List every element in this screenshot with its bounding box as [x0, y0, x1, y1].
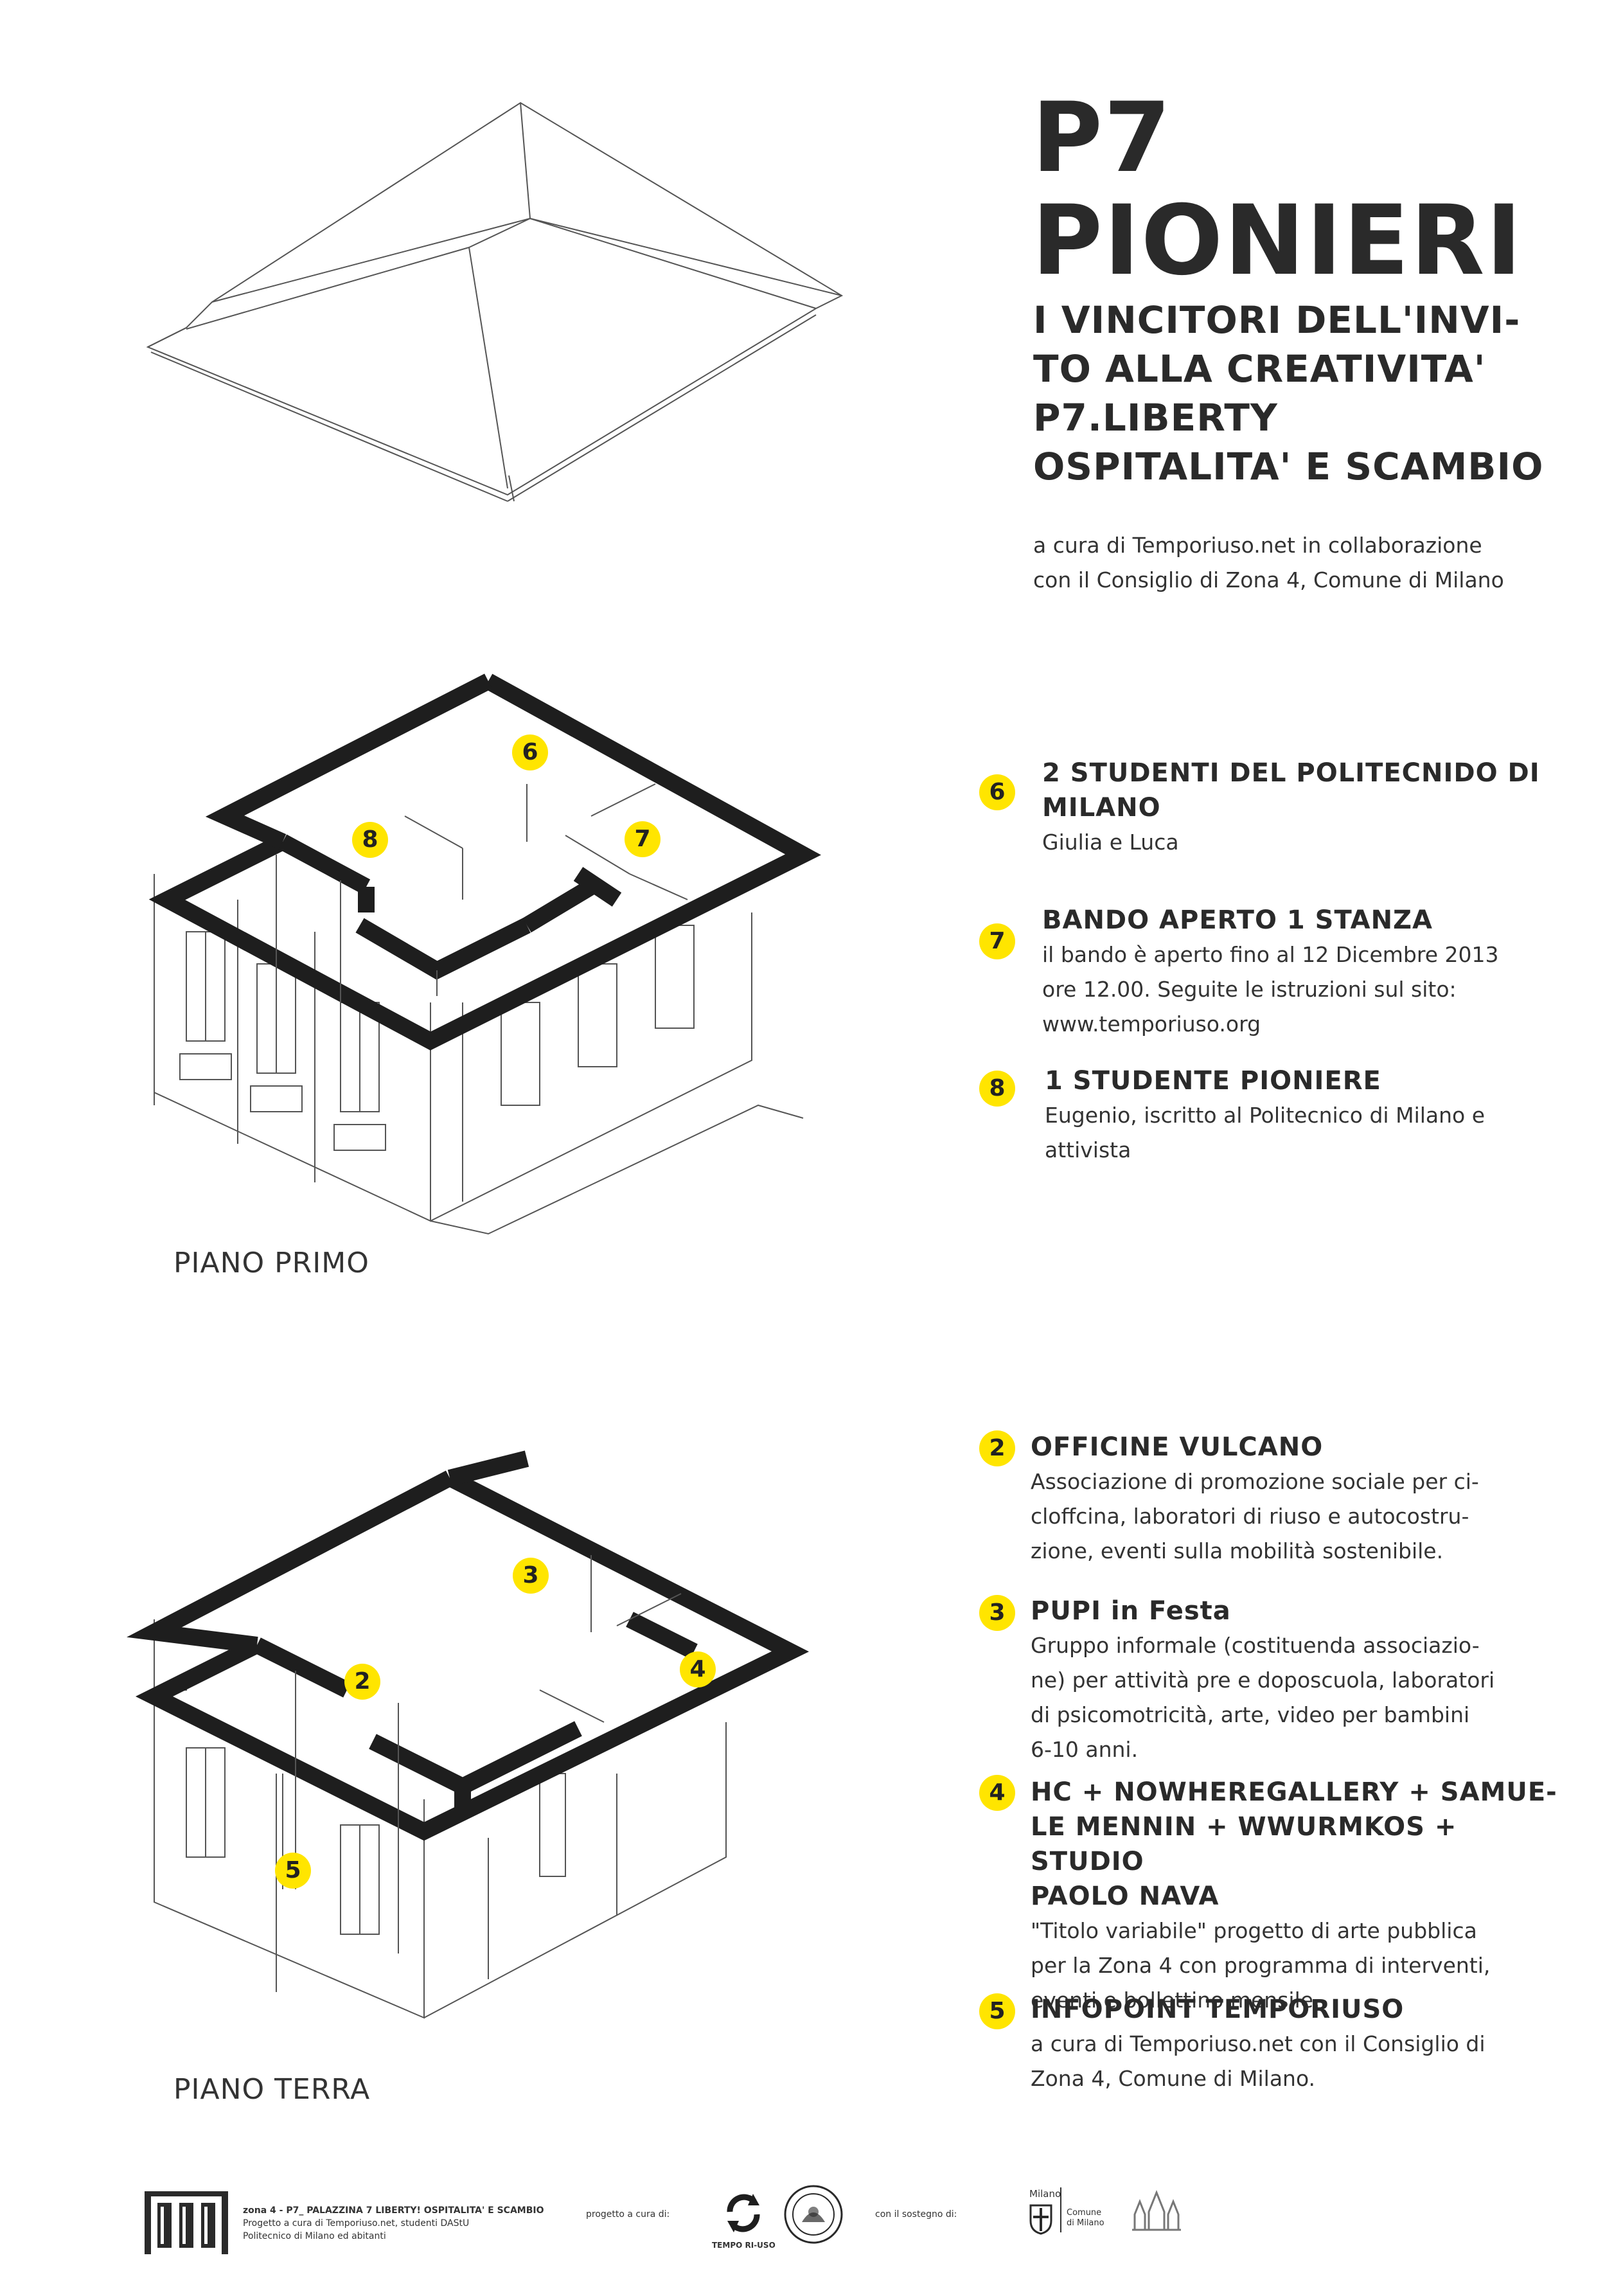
footer-project-line: Politecnico di Milano ed abitanti: [243, 2231, 386, 2241]
entry-title: OFFICINE VULCANO: [1031, 1432, 1324, 1462]
entry-title: 1 STUDENTE PIONIERE: [1045, 1066, 1381, 1096]
entry-title: MILANO: [1042, 793, 1161, 823]
entry-2: OFFICINE VULCANO Associazione di promozi…: [1031, 1430, 1570, 1569]
credit-line: con il Consiglio di Zona 4, Comune di Mi…: [1033, 567, 1504, 592]
comune-di-milano-label: Comune di Milano: [1067, 2208, 1104, 2228]
entry-desc: zione, eventi sulla mobilità sostenibile…: [1031, 1538, 1444, 1563]
entry-desc: eventi e bollettino mensile.: [1031, 1988, 1320, 2013]
entry-title: PUPI in Festa: [1031, 1596, 1231, 1626]
credit-block: a cura di Temporiuso.net in collaborazio…: [1033, 528, 1504, 598]
entry-desc: 6-10 anni.: [1031, 1737, 1139, 1762]
footer-curated-by: progetto a cura di:: [586, 2209, 670, 2220]
entry-desc: Giulia e Luca: [1042, 830, 1179, 855]
subtitle-line: I VINCITORI DELL'INVI-: [1033, 298, 1521, 342]
milano-label: Milano: [1029, 2188, 1061, 2200]
politecnico-seal-icon: [784, 2185, 843, 2244]
entry-desc: Zona 4, Comune di Milano.: [1031, 2066, 1316, 2091]
entry-badge-3: 3: [979, 1595, 1015, 1631]
entry-5: INFOPOINT TEMPORIUSO a cura di Temporius…: [1031, 1992, 1570, 2096]
entry-title: HC + NOWHEREGALLERY + SAMUE-: [1031, 1777, 1557, 1807]
piano-primo-label: PIANO PRIMO: [173, 1247, 369, 1279]
entry-badge-2: 2: [979, 1430, 1015, 1466]
milano-crest-icon: [1029, 2204, 1052, 2235]
plan-marker-4: 4: [680, 1651, 716, 1687]
entry-3: PUPI in Festa Gruppo informale (costitue…: [1031, 1594, 1570, 1767]
entry-desc: a cura di Temporiuso.net con il Consigli…: [1031, 2031, 1486, 2056]
footer-project-line: Progetto a cura di Temporiuso.net, stude…: [243, 2218, 470, 2229]
tempo-riuso-logo-label: TEMPO RI-USO: [712, 2241, 776, 2250]
credit-line: a cura di Temporiuso.net in collaborazio…: [1033, 533, 1482, 558]
building-logo-icon: [145, 2191, 228, 2254]
entry-badge-6: 6: [979, 774, 1015, 810]
footer-project-info: zona 4 - P7_ PALAZZINA 7 LIBERTY! OSPITA…: [243, 2204, 544, 2243]
piano-terra-label: PIANO TERRA: [173, 2073, 371, 2106]
entry-title: 2 STUDENTI DEL POLITECNIDO DI: [1042, 758, 1540, 788]
plan-marker-8: 8: [352, 822, 388, 858]
entry-title: PAOLO NAVA: [1031, 1882, 1219, 1911]
subtitle-line: OSPITALITA' E SCAMBIO: [1033, 445, 1544, 488]
entry-desc: "Titolo variabile" progetto di arte pubb…: [1031, 1918, 1477, 1943]
entry-desc: Associazione di promozione sociale per c…: [1031, 1469, 1479, 1494]
tempo-riuso-logo-icon: [727, 2194, 760, 2232]
piano-primo-axonometric-drawing: [148, 673, 821, 1235]
entry-desc: ne) per attività pre e doposcuola, labor…: [1031, 1668, 1495, 1693]
entry-badge-4: 4: [979, 1775, 1015, 1811]
entry-desc: il bando è aperto fino al 12 Dicembre 20…: [1042, 942, 1499, 967]
entry-desc: per la Zona 4 con programma di intervent…: [1031, 1953, 1491, 1978]
plan-marker-6: 6: [512, 734, 548, 770]
title-line2: PIONIERI: [1032, 185, 1523, 297]
entry-7: BANDO APERTO 1 STANZA il bando è aperto …: [1042, 903, 1569, 1042]
entry-desc: ore 12.00. Seguite le istruzioni sul sit…: [1042, 977, 1457, 1002]
entry-title: INFOPOINT TEMPORIUSO: [1031, 1995, 1405, 2024]
subtitle-line: P7.LIBERTY: [1033, 396, 1278, 440]
plan-marker-7: 7: [625, 821, 661, 857]
entry-desc: di psicomotricità, arte, video per bambi…: [1031, 1702, 1470, 1727]
subtitle-line: TO ALLA CREATIVITA': [1033, 347, 1486, 391]
plan-marker-3: 3: [513, 1558, 549, 1594]
plan-marker-5: 5: [275, 1853, 311, 1889]
footer-project-line: zona 4 - P7_ PALAZZINA 7 LIBERTY! OSPITA…: [243, 2205, 544, 2216]
entry-6: 2 STUDENTI DEL POLITECNIDO DI MILANO Giu…: [1042, 756, 1569, 860]
zona4-logo-icon: [1132, 2189, 1181, 2231]
entry-desc: attivista: [1045, 1137, 1131, 1162]
piano-terra-axonometric-drawing: [127, 1450, 810, 2019]
entry-badge-8: 8: [979, 1071, 1015, 1107]
entry-title: LE MENNIN + WWURMKOS + STUDIO: [1031, 1812, 1457, 1876]
milano-divider: [1060, 2187, 1061, 2232]
entry-title: BANDO APERTO 1 STANZA: [1042, 905, 1433, 935]
subtitle: I VINCITORI DELL'INVI- TO ALLA CREATIVIT…: [1033, 296, 1543, 491]
roof-axonometric-drawing: [146, 102, 844, 502]
entry-4: HC + NOWHEREGALLERY + SAMUE- LE MENNIN +…: [1031, 1775, 1570, 2018]
entry-desc: Gruppo informale (costituenda associazio…: [1031, 1633, 1480, 1658]
entry-desc: www.temporiuso.org: [1042, 1011, 1261, 1037]
entry-desc: cloffcina, laboratori di riuso e autocos…: [1031, 1504, 1469, 1529]
footer-support: con il sostegno di:: [875, 2209, 957, 2220]
entry-8: 1 STUDENTE PIONIERE Eugenio, iscritto al…: [1045, 1063, 1572, 1168]
entry-badge-5: 5: [979, 1993, 1015, 2029]
title-line1: P7: [1032, 82, 1173, 194]
plan-marker-2: 2: [344, 1664, 380, 1700]
entry-badge-7: 7: [979, 923, 1015, 959]
entry-desc: Eugenio, iscritto al Politecnico di Mila…: [1045, 1103, 1486, 1128]
